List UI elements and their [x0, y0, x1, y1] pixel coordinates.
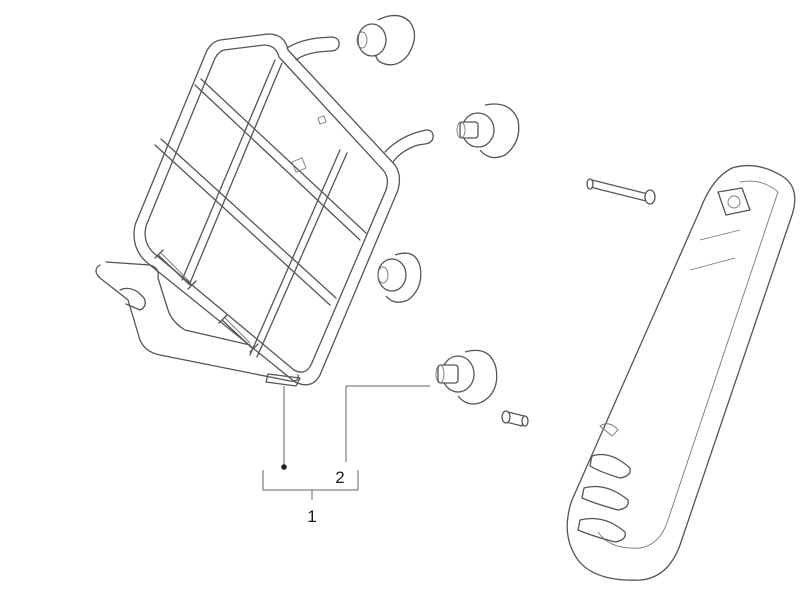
small-fitting	[501, 410, 529, 427]
rubber-buffer-1	[356, 14, 416, 66]
front-cover-trim	[566, 164, 796, 581]
spring-left	[154, 249, 197, 290]
rubber-buffer-3	[377, 252, 422, 303]
bolt	[586, 178, 656, 205]
callout-leaders	[262, 385, 430, 500]
callout-label-2: 2	[335, 468, 344, 487]
callout-label-1: 1	[307, 507, 316, 526]
rubber-buffer-4	[435, 349, 498, 405]
leader-dot	[281, 464, 287, 470]
luggage-rack	[95, 33, 434, 387]
rubber-buffer-2	[456, 103, 520, 159]
spring-right	[218, 314, 259, 353]
